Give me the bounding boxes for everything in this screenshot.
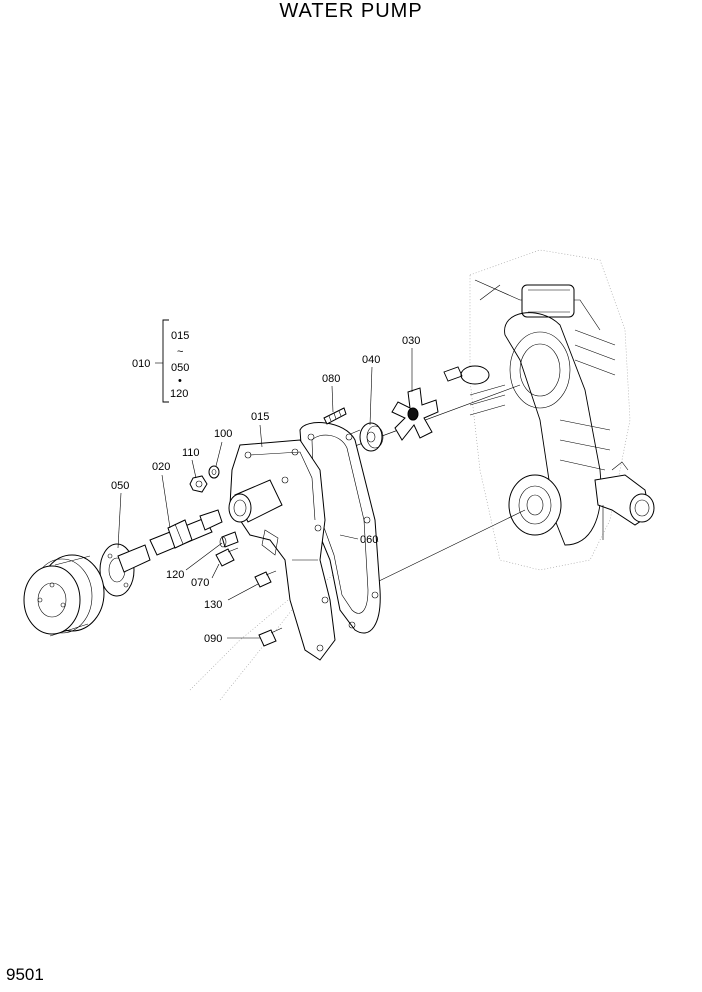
group-dot-mark: • <box>178 375 182 387</box>
nut-part-110 <box>189 475 208 493</box>
label-100: 100 <box>214 428 232 440</box>
group-item-050: 050 <box>171 362 189 374</box>
pulley-part-050 <box>23 554 105 637</box>
shaft-part-020 <box>149 509 223 556</box>
hub-flange-part <box>99 543 151 597</box>
label-020: 020 <box>152 461 170 473</box>
label-110: 110 <box>182 447 200 459</box>
label-090: 090 <box>204 633 222 645</box>
label-015: 015 <box>251 411 269 423</box>
bolt-part-130 <box>254 570 277 588</box>
label-070: 070 <box>191 577 209 589</box>
seal-part-040 <box>359 422 384 452</box>
leader-lines <box>117 348 413 639</box>
group-item-015: 015 <box>171 330 189 342</box>
plug-part-120 <box>219 531 239 548</box>
label-130: 130 <box>204 599 222 611</box>
impeller-part-030 <box>391 387 439 441</box>
washer-part-100 <box>208 465 220 479</box>
label-120: 120 <box>166 569 184 581</box>
pump-body-part-015 <box>228 439 336 661</box>
label-080: 080 <box>322 373 340 385</box>
label-060: 060 <box>360 534 378 546</box>
label-030: 030 <box>402 335 420 347</box>
group-item-120: 120 <box>170 388 188 400</box>
page-title: WATER PUMP <box>279 0 423 22</box>
page-number: 9501 <box>6 965 44 984</box>
callout-labels: 010 015 ~ 050 • 120 015 020 030 040 050 … <box>111 330 420 645</box>
bolt-part-070 <box>215 547 239 567</box>
assembly-group-bracket <box>155 319 169 403</box>
label-050: 050 <box>111 480 129 492</box>
label-010: 010 <box>132 358 150 370</box>
label-040: 040 <box>362 354 380 366</box>
bolt-part-090 <box>258 627 283 647</box>
group-range-mark: ~ <box>177 346 183 358</box>
stud-part-080 <box>323 407 347 425</box>
engine-block-drawing <box>443 249 655 571</box>
